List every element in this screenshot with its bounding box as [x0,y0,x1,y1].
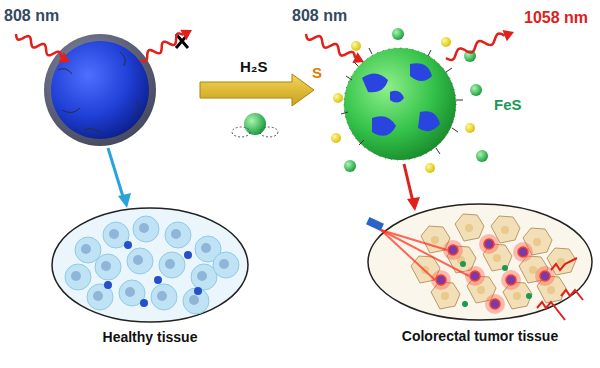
tissue-outline [52,208,248,322]
nucleus [93,291,103,301]
particle-dot [484,239,494,249]
light-wave [140,33,183,61]
nucleus [441,292,449,300]
nucleus [157,291,167,301]
cell [165,222,191,248]
tissue-label: Colorectal tumor tissue [365,328,595,345]
particle-dot [194,287,202,295]
nucleus [465,224,473,232]
particle-dot [540,271,550,281]
cell [159,252,185,278]
wave-arrowhead [180,30,192,40]
particle-core [51,41,149,139]
nucleus [501,226,509,234]
emission-wave [551,258,577,270]
glow [501,270,521,290]
nucleus [493,254,501,262]
tissue-shape [365,200,595,324]
light-wave [16,34,61,57]
fes-dot [502,265,508,271]
h2s-molecule [244,113,266,135]
reaction-arrow [200,74,314,106]
cell [65,264,91,290]
text-label: FeS [494,96,522,114]
particle-dot [140,299,148,307]
laser-beam [381,230,469,276]
particle-dot [154,276,162,284]
cell [213,252,239,278]
text-label: 808 nm [4,6,59,25]
tissue-shape [48,205,252,325]
cell [127,248,153,274]
emission-wave [561,290,583,300]
cell [95,254,121,280]
red-arrow [404,164,413,202]
cell [151,284,177,310]
particle-dot [470,271,480,281]
emission-wave [537,302,565,320]
tissue-region: Colorectal tumor tissue [365,200,595,345]
nucleus [139,223,149,233]
wave-arrowhead [352,52,364,63]
particle-dot [184,251,192,259]
nucleus [197,271,207,281]
fes-dot [526,293,532,299]
text-label: S [312,64,322,82]
nucleus [219,259,229,269]
nucleus [431,236,439,244]
particle-dot [436,275,446,285]
particle-dot [506,275,516,285]
wave-arrowhead [58,52,70,63]
nucleus [477,286,485,294]
nucleus [71,271,81,281]
light-wave [446,34,505,61]
h2s-orbital [232,127,250,137]
particle-dot [104,281,112,289]
fes-dot [460,261,466,267]
tissue-label: Healthy tissue [48,329,252,346]
light-wave [306,34,355,58]
nucleus [165,259,175,269]
glow [479,234,499,254]
particle-shell [44,34,156,146]
glow [513,242,533,262]
cell [133,216,159,242]
text-label: 808 nm [292,6,347,25]
red-arrowhead [407,197,420,211]
shell-texture [58,52,139,134]
tumor-cell [455,214,484,241]
blue-arrow [108,148,124,200]
nucleus [201,243,211,253]
wave-arrowhead [503,30,515,41]
nucleus [101,261,111,271]
nucleus [133,255,143,265]
nucleus [109,229,119,239]
blue-arrowhead [118,193,131,208]
nucleus [171,229,181,239]
nucleus [81,244,91,254]
tissue-region: Healthy tissue [48,205,252,346]
glow [485,294,505,314]
nucleus [547,286,555,294]
nucleus [533,238,541,246]
laser-beam [381,230,435,280]
nucleus [125,287,135,297]
blue-patch [362,63,440,136]
text-label: 1058 nm [524,8,588,27]
h2s-orbital [260,127,278,137]
particle-dot [448,245,458,255]
cell [183,288,209,314]
tissue-outline [368,204,592,320]
nucleus [189,295,199,305]
text-label: H₂S [240,58,268,76]
particle-dot [490,299,500,309]
laser [366,217,384,231]
ligand [341,48,463,154]
fes-dot [462,301,468,307]
particle-dot [518,247,528,257]
particle-dot [124,241,132,249]
nucleus [513,292,521,300]
